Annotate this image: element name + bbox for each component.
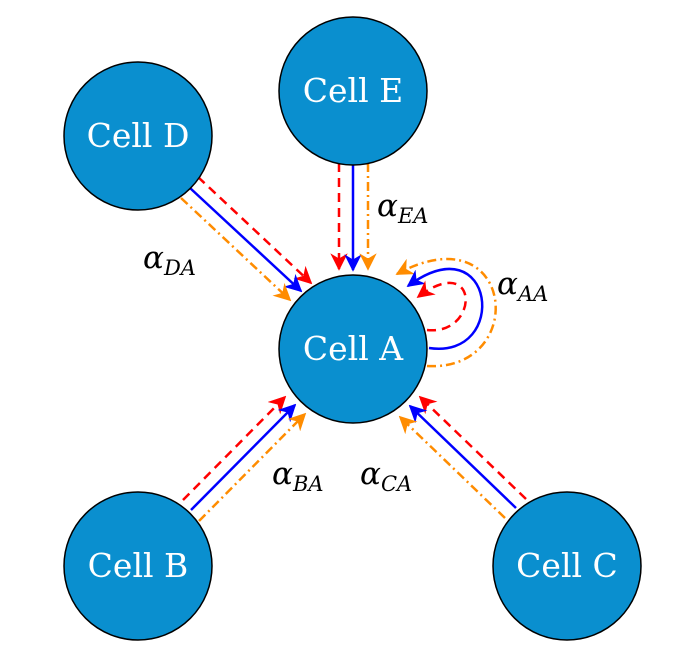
edge-group-a-to-a <box>395 258 497 368</box>
node-cell-b-label: Cell B <box>88 546 189 585</box>
edge-d-a-dashed <box>197 176 313 285</box>
edge-b-a-solid <box>190 403 297 511</box>
edge-a-a-dashed <box>416 280 467 332</box>
edge-c-a-solid <box>408 404 517 509</box>
edge-label-aa-sub: AA <box>516 282 548 306</box>
edge-label-ea-sub: EA <box>397 204 429 228</box>
node-cell-e: Cell E <box>278 16 428 166</box>
edge-label-ca: αCA <box>360 456 412 496</box>
edge-label-ba: αBA <box>272 456 324 496</box>
node-cell-e-circle <box>278 16 428 166</box>
edge-label-ca-sub: CA <box>381 472 412 496</box>
node-cell-c-circle <box>492 491 642 641</box>
edge-label-da-sub: DA <box>163 256 196 280</box>
edge-d-a-solid <box>189 187 303 293</box>
node-cell-a: Cell A <box>278 274 428 424</box>
node-cell-d-circle <box>63 61 213 211</box>
edge-label-aa-base: α <box>497 266 518 302</box>
edge-b-a-dashed <box>182 395 287 501</box>
node-cell-b: Cell B <box>63 491 213 641</box>
edge-label-da-base: α <box>143 240 164 276</box>
edge-label-ea: αEA <box>377 188 428 228</box>
edge-group-d-to-a <box>180 176 313 302</box>
edge-group-c-to-a <box>398 395 527 519</box>
edge-label-da: αDA <box>143 240 196 280</box>
node-cell-e-label: Cell E <box>303 71 403 110</box>
edge-group-e-to-a <box>330 163 377 272</box>
node-cell-d: Cell D <box>63 61 213 211</box>
edge-label-ea-base: α <box>377 188 398 224</box>
edge-a-a-solid <box>406 267 484 350</box>
node-cell-b-circle <box>63 491 213 641</box>
node-cell-a-circle <box>278 274 428 424</box>
edge-label-ba-base: α <box>272 456 293 492</box>
node-cell-c-label: Cell C <box>516 546 618 585</box>
node-cell-c: Cell C <box>492 491 642 641</box>
edge-c-a-dashdot <box>398 415 506 519</box>
edge-label-ca-base: α <box>360 456 381 492</box>
node-cell-a-label: Cell A <box>303 329 404 368</box>
node-cell-d-label: Cell D <box>87 116 190 155</box>
edge-group-b-to-a <box>182 395 307 522</box>
edge-label-ba-sub: BA <box>292 472 324 496</box>
edge-b-a-dashdot <box>198 412 307 522</box>
edge-label-aa: αAA <box>497 266 548 306</box>
edge-c-a-dashed <box>418 395 527 500</box>
edge-d-a-dashdot <box>180 197 292 302</box>
